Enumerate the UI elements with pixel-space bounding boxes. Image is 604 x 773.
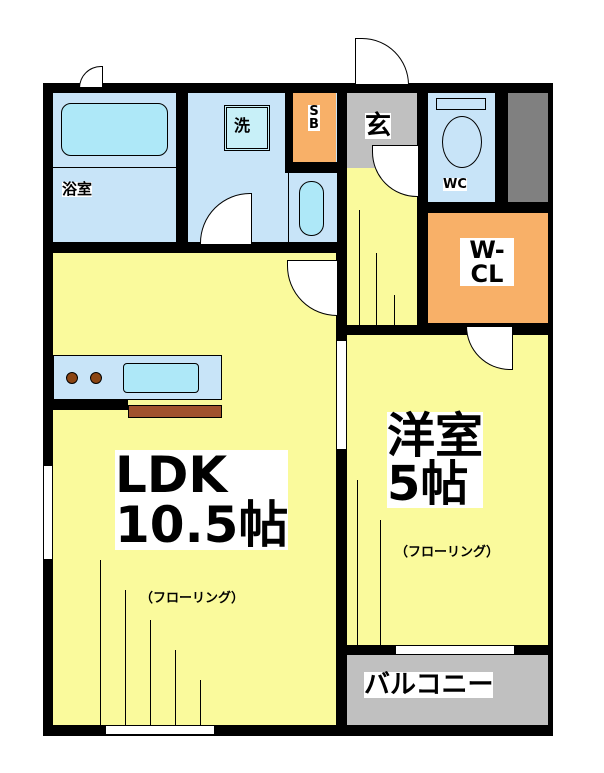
ldk-window[interactable]: [43, 465, 53, 560]
pipe-space: [508, 93, 548, 202]
sink: [288, 173, 336, 242]
wcl-label: W-CL: [460, 238, 514, 286]
bath-label: 浴室: [62, 180, 93, 198]
toilet-bowl: [442, 116, 482, 168]
balcony-label: バルコニー: [364, 670, 494, 700]
bath-window-door[interactable]: [79, 66, 103, 88]
washer: [224, 105, 270, 151]
bathtub: [61, 103, 168, 156]
partition-window[interactable]: [336, 340, 347, 450]
washer-label: 洗: [234, 116, 251, 135]
stove-burner: [90, 372, 102, 384]
stove-burner: [66, 372, 78, 384]
entrance-label: 玄: [365, 111, 392, 141]
ldk-balcony-window[interactable]: [105, 725, 215, 735]
western-balcony-window[interactable]: [395, 645, 515, 655]
wc-label: WC: [443, 177, 467, 192]
entrance-door[interactable]: [355, 38, 409, 85]
kitchen-shelf: [128, 405, 222, 418]
sb-label: SB: [308, 104, 320, 132]
kitchen-sink: [123, 363, 199, 393]
toilet-tank: [436, 98, 486, 110]
ldk-floor-label: （フローリング）: [140, 591, 245, 606]
western-floor-label: （フローリング）: [395, 545, 500, 560]
